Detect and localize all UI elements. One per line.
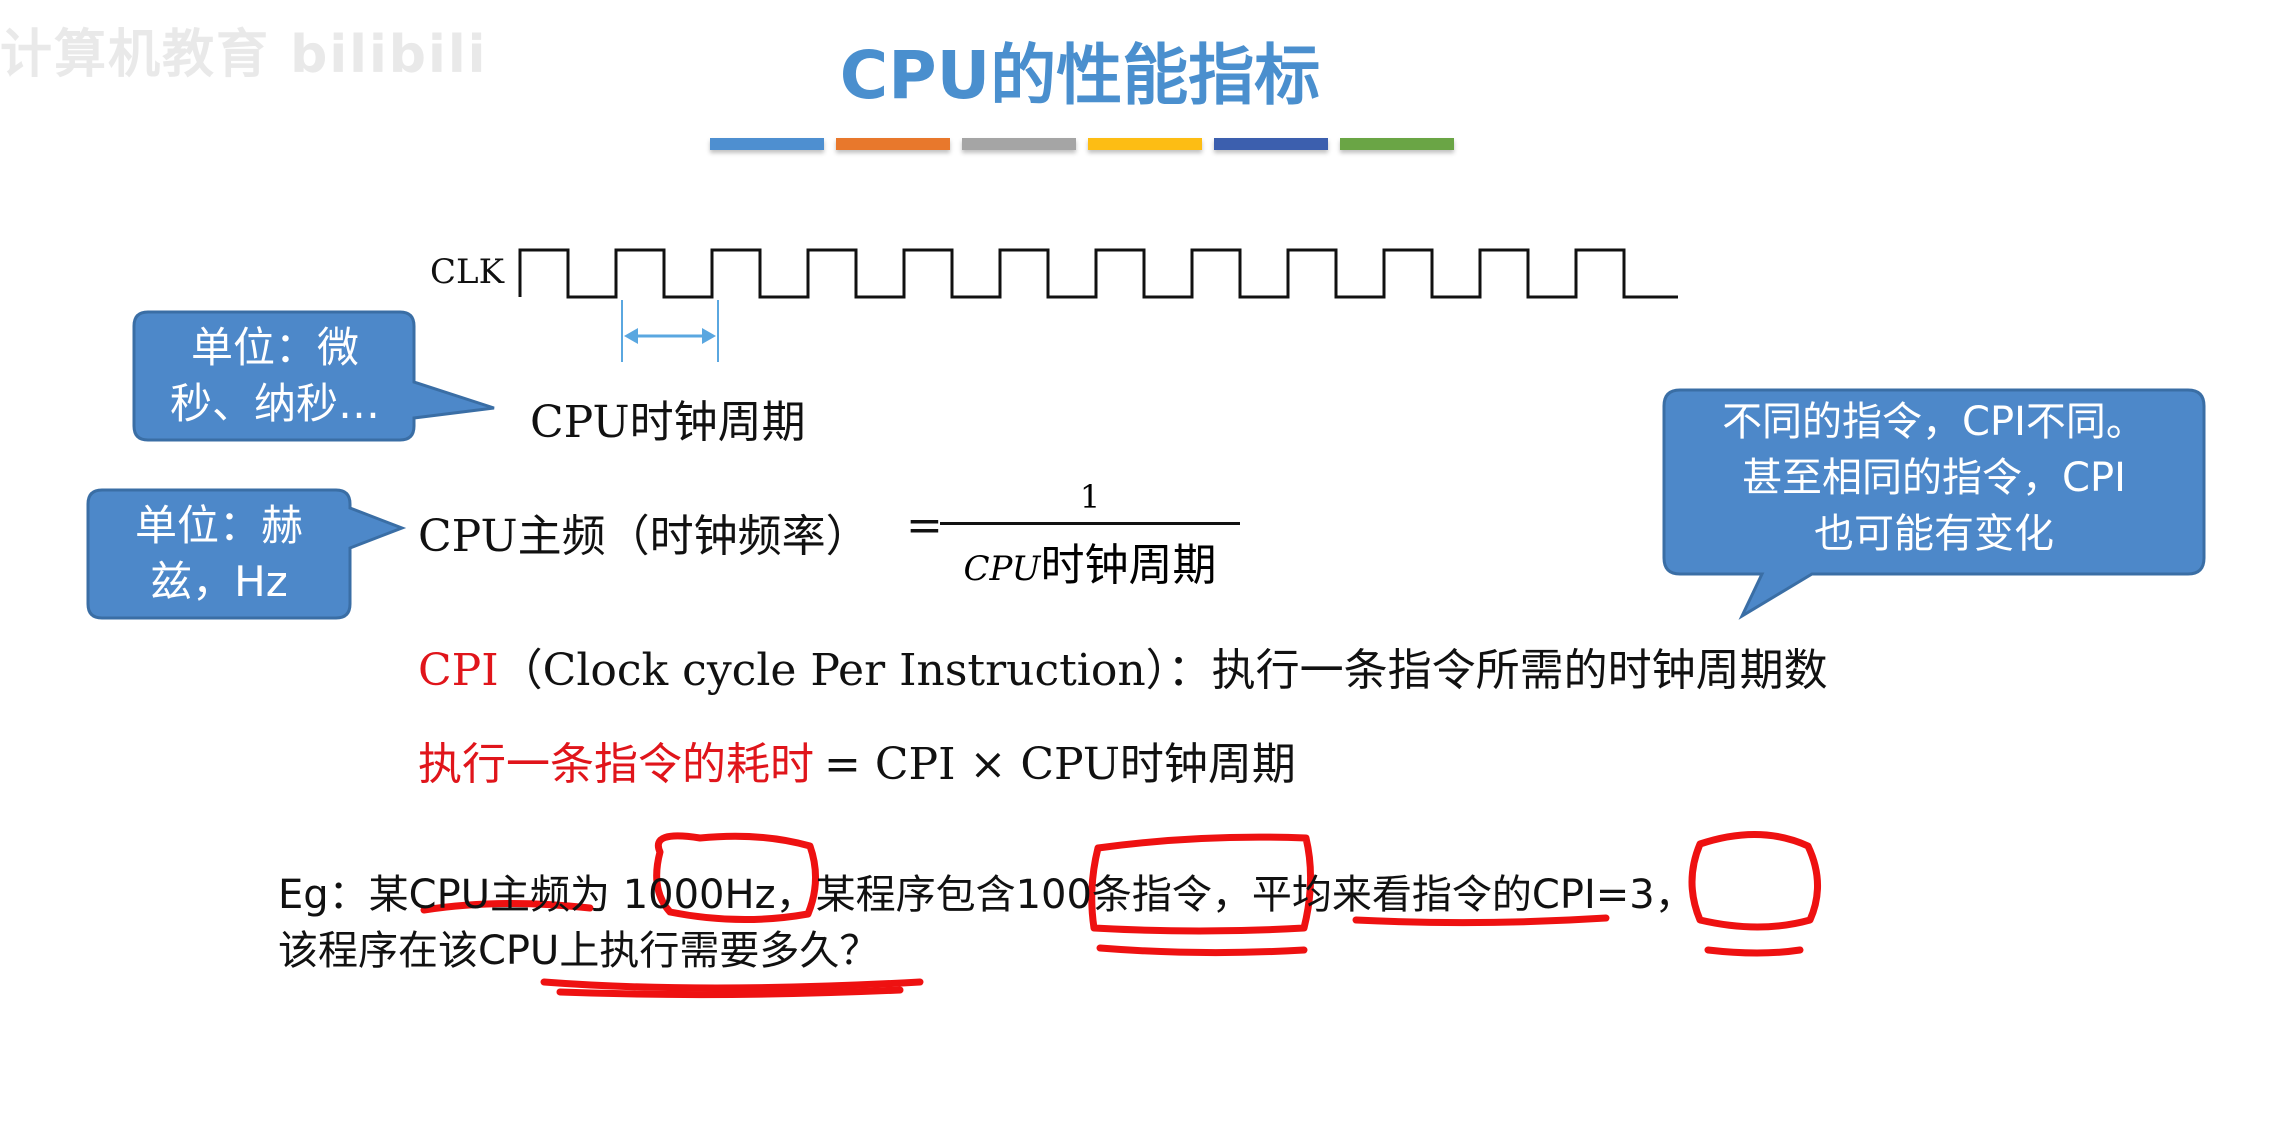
cpi-definition: CPI（Clock cycle Per Instruction）：执行一条指令所… <box>418 634 1828 698</box>
title-bar-2 <box>836 138 950 150</box>
callout-cpi-note-shape <box>1662 388 2206 620</box>
clock-period-label: CPU时钟周期 <box>530 397 806 448</box>
fraction-bar <box>940 522 1240 525</box>
frequency-label: CPU主频（时钟频率） <box>418 511 870 562</box>
underline-average <box>1352 914 1610 927</box>
cpi-label: CPI <box>418 645 499 696</box>
exec-time-formula-text: = CPI × CPU时钟周期 <box>824 739 1296 790</box>
exec-time-label: 执行一条指令的耗时 <box>418 739 814 790</box>
callout-unit-time-shape <box>132 310 495 442</box>
underline-cpi3 <box>1704 946 1804 957</box>
clock-waveform <box>518 248 1678 299</box>
box-100-instructions <box>1088 833 1314 935</box>
callout-unit-freq: 单位：赫 兹，Hz <box>134 501 303 606</box>
fraction-numerator: 1 <box>1079 478 1101 516</box>
title-bar-1 <box>710 138 824 150</box>
period-arrowhead-right <box>702 328 716 344</box>
underline-question-2 <box>556 986 904 999</box>
underline-question <box>540 978 924 992</box>
title-bar-3 <box>962 138 1076 150</box>
title-color-bars <box>710 138 1454 150</box>
exec-time-formula: 执行一条指令的耗时= CPI × CPU时钟周期 <box>418 728 1296 792</box>
example-line-1: Eg：某CPU主频为 1000Hz，某程序包含100条指令，平均来看指令的CPI… <box>278 872 1695 918</box>
circle-cpi3 <box>1688 830 1822 931</box>
hand-annotations <box>420 830 1822 999</box>
underline-cpu-freq <box>420 899 594 914</box>
circle-1000hz <box>653 832 820 923</box>
watermark: 计算机教育 bilibili <box>0 25 488 85</box>
fraction-denominator: CPU时钟周期 <box>963 540 1217 591</box>
example-line-2: 该程序在该CPU上执行需要多久？ <box>278 928 880 974</box>
frequency-equals: = <box>906 500 943 551</box>
clk-label: CLK <box>430 252 504 292</box>
title-bar-4 <box>1088 138 1202 150</box>
title-bar-5 <box>1214 138 1328 150</box>
period-arrowhead-left <box>624 328 638 344</box>
underline-100-instructions <box>1096 944 1308 957</box>
title-bar-6 <box>1340 138 1454 150</box>
frequency-fraction: 1 CPU时钟周期 <box>940 478 1240 593</box>
page-title: CPU的性能指标 <box>839 37 1321 114</box>
callout-unit-time: 单位：微 秒、纳秒… <box>169 323 380 428</box>
callout-unit-freq-shape <box>86 488 407 620</box>
cpi-definition-text: （Clock cycle Per Instruction）：执行一条指令所需的时… <box>498 645 1828 696</box>
callout-cpi-note: 不同的指令，CPI不同。 甚至相同的指令，CPI 也可能有变化 <box>1722 399 2146 557</box>
